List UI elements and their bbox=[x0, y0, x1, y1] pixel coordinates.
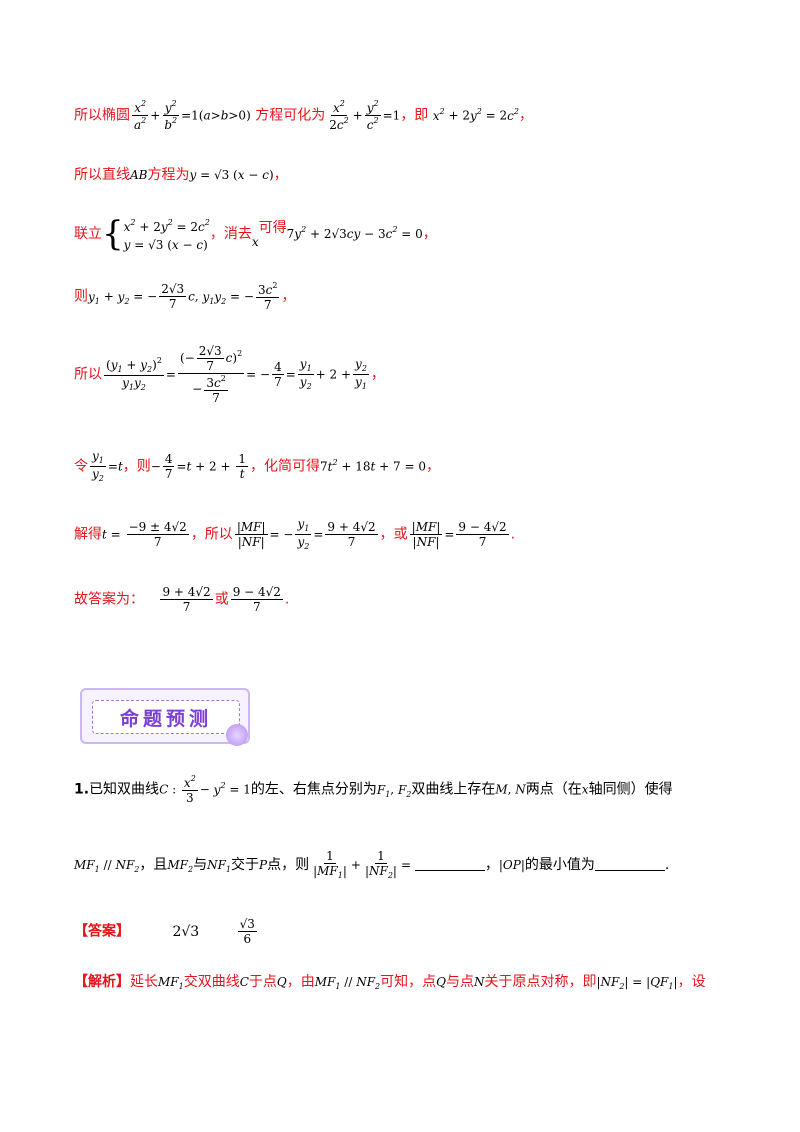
analysis-line: 【解析】延长MF1交双曲线C于点Q，由MF1 // NF2可知，点Q与点N关于原… bbox=[74, 974, 706, 991]
text: 于点 bbox=[248, 974, 277, 990]
text: 可得 bbox=[258, 220, 287, 236]
text: . bbox=[284, 591, 290, 608]
text: 轴同侧）使得 bbox=[588, 781, 673, 798]
solution-line-2: 所以直线AB方程为y = √3 (x − c)， bbox=[74, 167, 288, 183]
text: ，消去 bbox=[209, 226, 252, 242]
text: ，即 bbox=[400, 107, 429, 124]
text: ，所以 bbox=[190, 526, 233, 543]
text: 与 bbox=[193, 857, 208, 873]
text: ，或 bbox=[379, 526, 408, 543]
text: ， bbox=[370, 366, 385, 383]
text: 解得 bbox=[74, 526, 102, 543]
text: 所以椭圆 bbox=[74, 107, 130, 124]
n-var: N bbox=[473, 975, 485, 989]
text: ， bbox=[519, 107, 533, 124]
text: ，且 bbox=[139, 857, 168, 873]
text: . bbox=[664, 857, 670, 873]
text: 可知，点 bbox=[380, 974, 437, 990]
text: 所以直线 bbox=[74, 167, 130, 183]
analysis-tag: 【解析】 bbox=[74, 974, 130, 990]
p-var: P bbox=[259, 858, 268, 872]
problem-number: 1. bbox=[74, 781, 90, 798]
section-badge: 命题预测 bbox=[80, 688, 252, 746]
text: 的最小值为 bbox=[524, 857, 595, 873]
badge-decoration-dot bbox=[226, 724, 248, 746]
text: ， bbox=[484, 857, 499, 873]
text: 交双曲线 bbox=[183, 974, 240, 990]
section-title: 命题预测 bbox=[119, 707, 212, 730]
text: ，化简可得 bbox=[250, 458, 321, 475]
text: 交于 bbox=[231, 857, 259, 873]
text: 令 bbox=[74, 458, 88, 475]
badge-inner: 命题预测 bbox=[92, 700, 240, 734]
text: 方程为 bbox=[147, 167, 190, 183]
answer-label: 故答案为： bbox=[74, 591, 144, 608]
c-var: C bbox=[239, 975, 249, 989]
text: ，设 bbox=[677, 974, 706, 990]
x-var: x bbox=[251, 235, 259, 249]
text: ，则 bbox=[122, 458, 151, 475]
text: ， bbox=[426, 458, 440, 475]
text: 所以 bbox=[74, 366, 102, 383]
text: 与点 bbox=[445, 974, 474, 990]
text: 延长 bbox=[130, 974, 158, 990]
text: ， bbox=[422, 226, 437, 242]
text: ， bbox=[273, 167, 288, 183]
text: 已知双曲线 bbox=[89, 781, 160, 798]
answer-value-1: 2√3 bbox=[172, 923, 200, 940]
text: 则 bbox=[74, 288, 88, 305]
answer-blank-1 bbox=[414, 856, 485, 871]
badge-frame: 命题预测 bbox=[80, 688, 250, 744]
answer-tag: 【答案】 bbox=[74, 923, 130, 940]
text: 点，则 bbox=[267, 857, 310, 873]
q-var: Q bbox=[276, 975, 287, 989]
text: ， bbox=[281, 288, 296, 305]
text: . bbox=[510, 526, 516, 543]
text: 或 bbox=[214, 591, 229, 608]
answer-blank-2 bbox=[594, 856, 665, 871]
ab-label: AB bbox=[130, 168, 148, 182]
text: 两点（在 bbox=[525, 781, 582, 798]
text: 方程可化为 bbox=[255, 107, 326, 124]
answer-value-2-num: √3 bbox=[237, 917, 257, 932]
text: 的左、右焦点分别为 bbox=[250, 781, 377, 798]
answer-value-2-den: 6 bbox=[243, 932, 252, 946]
text: 双曲线上存在 bbox=[411, 781, 496, 798]
x-axis-var: x bbox=[581, 782, 589, 797]
text: 联立 bbox=[74, 226, 102, 242]
text: 关于原点对称，即 bbox=[484, 974, 597, 990]
text: ，由 bbox=[286, 974, 315, 990]
system-brace: { bbox=[102, 214, 124, 254]
